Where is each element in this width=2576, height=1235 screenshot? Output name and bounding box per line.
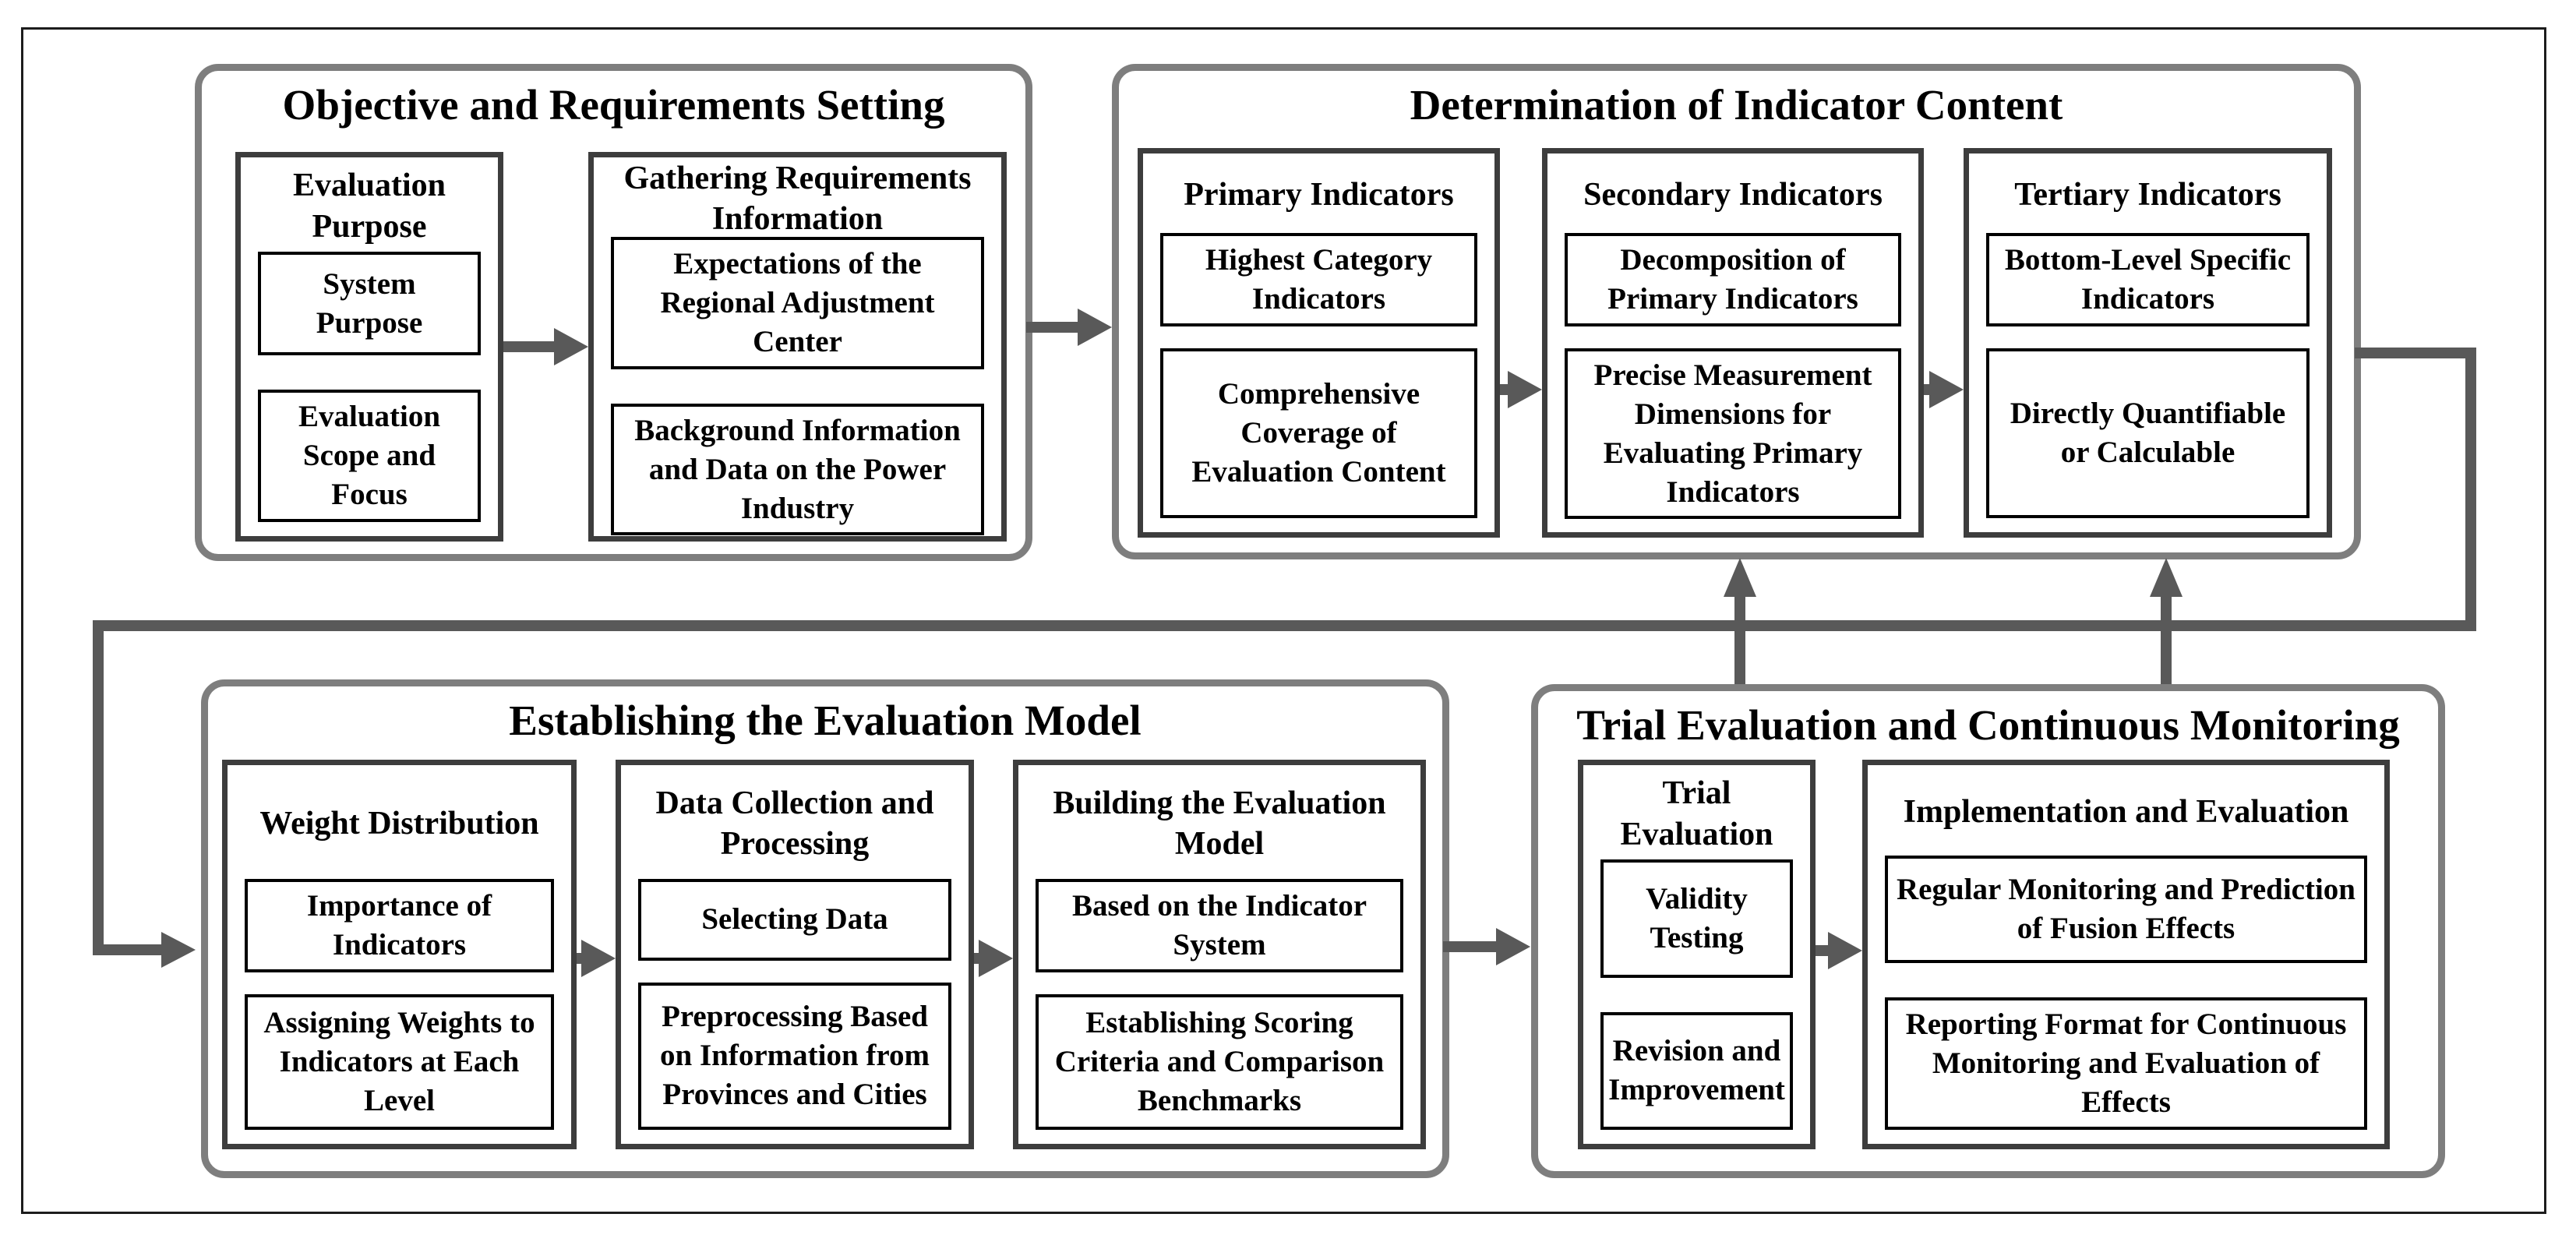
- panel-determination-of-indicator-content: Determination of Indicator Content Prima…: [1112, 64, 2361, 559]
- panel-title: Establishing the Evaluation Model: [509, 697, 1142, 744]
- panel-title: Objective and Requirements Setting: [282, 81, 945, 129]
- column-primary-indicators: Primary Indicators Highest Category Indi…: [1138, 148, 1500, 538]
- column-header: Data Collection and Processing: [655, 785, 934, 863]
- arrow-right-icon: [1508, 371, 1542, 408]
- column-boxes: Expectations of the Regional Adjustment …: [594, 232, 1001, 549]
- panel-title: Trial Evaluation and Continuous Monitori…: [1576, 701, 2400, 749]
- arrow-up-icon: [2150, 558, 2183, 597]
- column-boxes: Based on the Indicator System Establishi…: [1018, 874, 1420, 1144]
- column-boxes: Validity Testing Revision and Improvemen…: [1583, 855, 1810, 1144]
- arrow-right-shaft: [577, 953, 584, 964]
- column-header: Trial Evaluation: [1620, 775, 1773, 852]
- flow-box-revision-and-improvement: Revision and Improvement: [1600, 1011, 1793, 1130]
- flow-box-establishing-scoring-criteria: Establishing Scoring Criteria and Compar…: [1036, 993, 1403, 1130]
- arrow-up-shaft: [1734, 595, 1745, 684]
- column-header: Implementation and Evaluation: [1903, 793, 2349, 830]
- arrow-right-icon: [581, 940, 616, 977]
- panel-trial-evaluation-and-continuous-monitoring: Trial Evaluation and Continuous Monitori…: [1531, 684, 2445, 1178]
- arrow-right-shaft: [503, 341, 556, 352]
- flow-box-preprocessing-provinces-cities: Preprocessing Based on Information from …: [638, 982, 951, 1130]
- flow-box-expectations-regional-adjustment-center: Expectations of the Regional Adjustment …: [611, 237, 984, 369]
- feedback-line-segment-right-vertical: [2465, 348, 2476, 631]
- column-boxes: Importance of Indicators Assigning Weigh…: [228, 874, 571, 1144]
- column-gathering-requirements-information: Gathering Requirements Information Expec…: [588, 152, 1007, 542]
- column-tertiary-indicators: Tertiary Indicators Bottom-Level Specifi…: [1964, 148, 2332, 538]
- flow-box-system-purpose: System Purpose: [258, 252, 481, 356]
- flow-box-comprehensive-coverage: Comprehensive Coverage of Evaluation Con…: [1160, 348, 1477, 518]
- flow-box-regular-monitoring-fusion-effects: Regular Monitoring and Prediction of Fus…: [1885, 856, 2367, 964]
- flow-box-selecting-data: Selecting Data: [638, 879, 951, 961]
- arrow-right-shaft: [1924, 384, 1932, 395]
- column-boxes: Regular Monitoring and Prediction of Fus…: [1868, 851, 2384, 1144]
- column-evaluation-purpose: Evaluation Purpose System Purpose Evalua…: [235, 152, 503, 542]
- flow-box-reporting-format: Reporting Format for Continuous Monitori…: [1885, 997, 2367, 1130]
- arrow-right-icon: [554, 328, 588, 365]
- arrow-up-icon: [1724, 558, 1756, 597]
- flow-box-highest-category-indicators: Highest Category Indicators: [1160, 233, 1477, 326]
- flow-box-importance-of-indicators: Importance of Indicators: [245, 879, 554, 972]
- column-header: Secondary Indicators: [1583, 176, 1883, 213]
- flow-box-evaluation-scope-and-focus: Evaluation Scope and Focus: [258, 390, 481, 522]
- column-implementation-and-evaluation: Implementation and Evaluation Regular Mo…: [1862, 760, 2390, 1149]
- panel-establishing-the-evaluation-model: Establishing the Evaluation Model Weight…: [201, 679, 1449, 1178]
- column-header: Evaluation Purpose: [292, 168, 446, 245]
- feedback-line-segment-left-vertical: [93, 620, 104, 954]
- flow-box-background-information-power-industry: Background Information and Data on the P…: [611, 403, 984, 536]
- column-data-collection-and-processing: Data Collection and Processing Selecting…: [616, 760, 974, 1149]
- column-weight-distribution: Weight Distribution Importance of Indica…: [222, 760, 577, 1149]
- arrow-right-shaft: [1816, 945, 1830, 956]
- column-boxes: Bottom-Level Specific Indicators Directl…: [1969, 228, 2327, 532]
- column-header: Gathering Requirements Information: [623, 160, 972, 238]
- arrow-up-shaft: [2161, 595, 2172, 684]
- flow-box-decomposition-primary-indicators: Decomposition of Primary Indicators: [1565, 233, 1901, 326]
- column-header: Primary Indicators: [1184, 176, 1454, 213]
- arrow-panel1-to-panel2-shaft: [1026, 322, 1078, 333]
- flow-box-assigning-weights: Assigning Weights to Indicators at Each …: [245, 993, 554, 1130]
- arrow-right-icon: [1078, 309, 1112, 346]
- flow-box-validity-testing: Validity Testing: [1600, 859, 1793, 978]
- feedback-line-segment-top-right: [2355, 348, 2476, 358]
- column-header: Weight Distribution: [259, 805, 539, 842]
- column-building-the-evaluation-model: Building the Evaluation Model Based on t…: [1013, 760, 1426, 1149]
- arrow-right-icon: [1496, 928, 1530, 965]
- column-boxes: Selecting Data Preprocessing Based on In…: [621, 874, 969, 1144]
- column-trial-evaluation: Trial Evaluation Validity Testing Revisi…: [1578, 760, 1816, 1149]
- arrow-right-icon: [1929, 371, 1964, 408]
- panel-title: Determination of Indicator Content: [1410, 81, 2063, 129]
- column-boxes: Highest Category Indicators Comprehensiv…: [1143, 228, 1494, 532]
- flow-box-based-on-indicator-system: Based on the Indicator System: [1036, 879, 1403, 972]
- flow-box-precise-measurement-dimensions: Precise Measurement Dimensions for Evalu…: [1565, 348, 1901, 520]
- panel-objective-and-requirements-setting: Objective and Requirements Setting Evalu…: [195, 64, 1032, 561]
- flow-box-bottom-level-specific-indicators: Bottom-Level Specific Indicators: [1986, 233, 2310, 326]
- column-header: Building the Evaluation Model: [1053, 785, 1386, 863]
- arrow-right-icon: [1828, 932, 1862, 969]
- arrow-right-icon: [161, 932, 196, 968]
- column-boxes: System Purpose Evaluation Scope and Focu…: [241, 247, 498, 536]
- column-boxes: Decomposition of Primary Indicators Prec…: [1547, 228, 1918, 533]
- flow-box-directly-quantifiable: Directly Quantifiable or Calculable: [1986, 348, 2310, 518]
- column-secondary-indicators: Secondary Indicators Decomposition of Pr…: [1542, 148, 1924, 538]
- feedback-line-segment-middle-horizontal: [93, 620, 2476, 631]
- arrow-right-shaft: [974, 953, 982, 964]
- arrow-right-icon: [979, 940, 1013, 977]
- arrow-panel3-to-panel4-shaft: [1443, 941, 1496, 952]
- feedback-line-segment-into-panel3: [93, 944, 164, 955]
- column-header: Tertiary Indicators: [2014, 176, 2281, 213]
